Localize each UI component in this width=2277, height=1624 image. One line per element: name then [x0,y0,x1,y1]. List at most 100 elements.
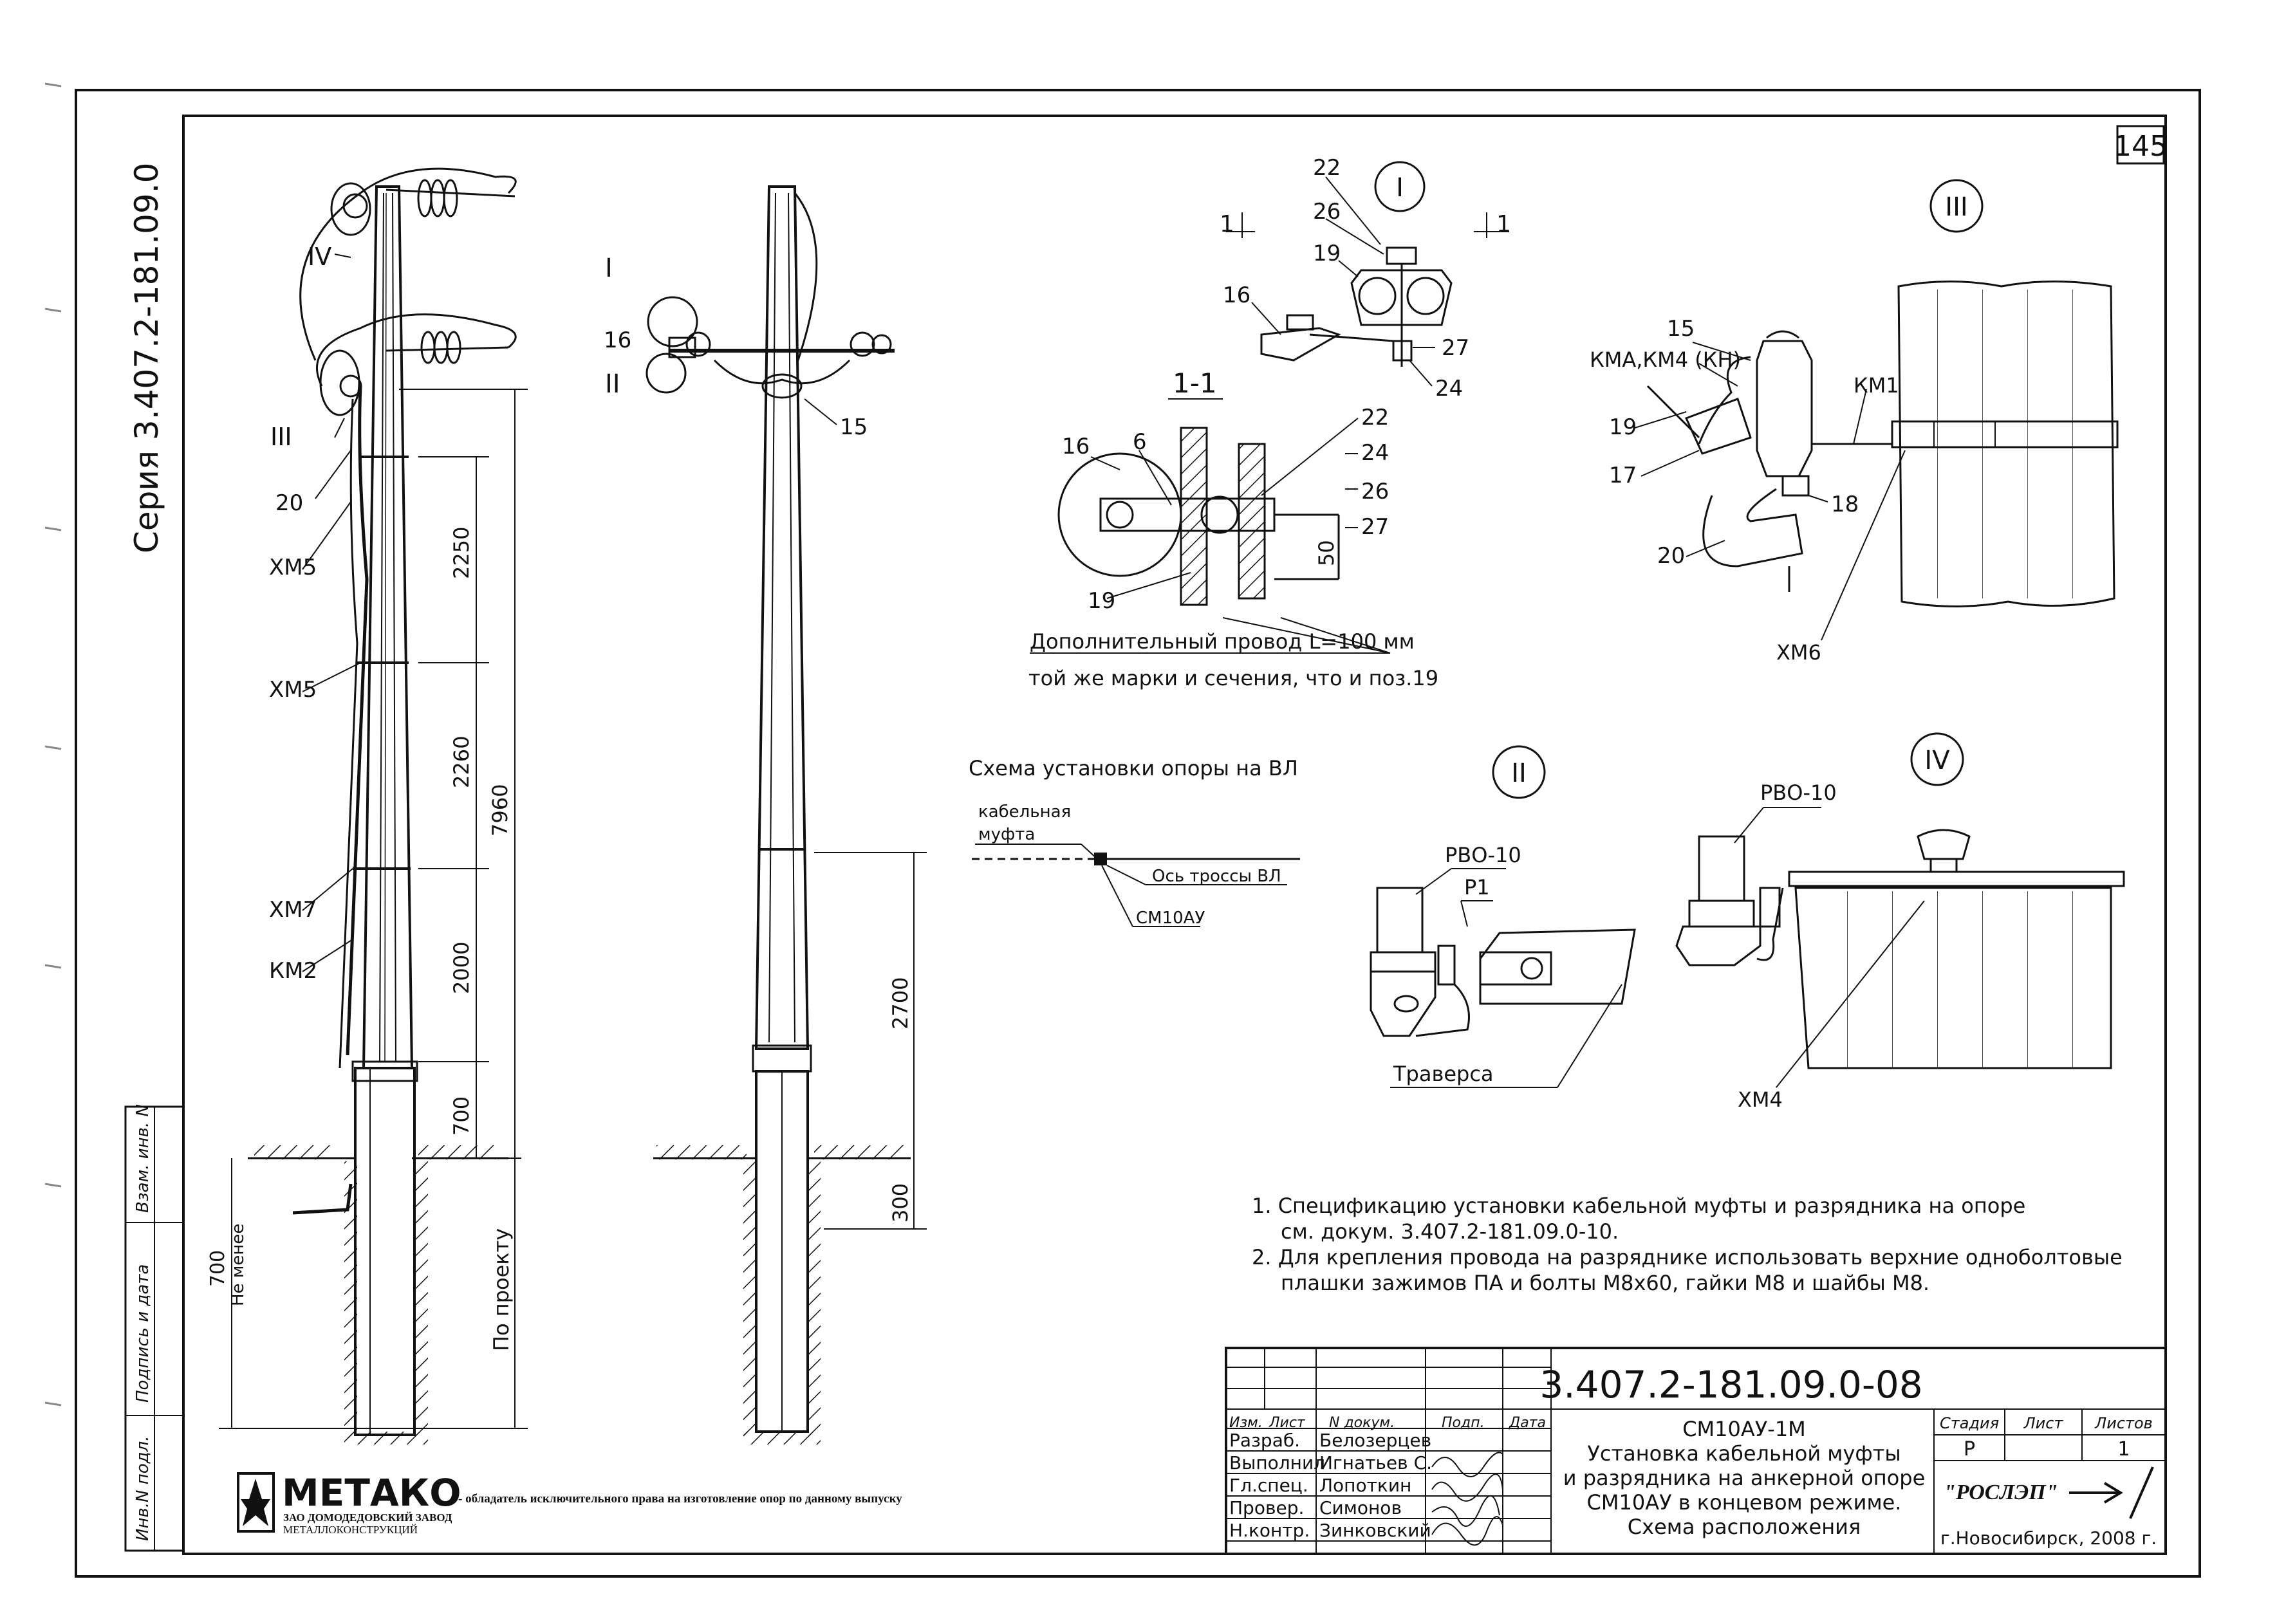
org-logo-mark [2069,1466,2154,1519]
mid-callout-II: II [605,369,620,399]
detail-I-marker-text: I [1396,173,1404,203]
stamp-h-ndok: N докум. [1329,1415,1395,1431]
side-vzam: Взам. инв. N [133,1104,153,1213]
inner-frame [182,115,2167,1555]
dim-2260: 2260 [449,736,474,788]
det-IV-rvo: РВО-10 [1760,780,1837,805]
detail-III-marker-text: III [1945,192,1967,222]
stamp-role-0: Разраб. [1229,1430,1300,1451]
det-I-24: 24 [1435,376,1463,401]
side-podpis: Подпись и дата [133,1264,153,1403]
sheet-number-box [2116,125,2165,165]
callout-IV: IV [308,243,331,271]
org-name: "РОСЛЭП" [1944,1481,2058,1504]
detail-II: II РВО-10 Р1 Траверса [1370,745,1636,1088]
mid-callout-16: 16 [604,328,631,353]
stamp-name-1: Игнатьев С. [1319,1452,1432,1473]
scheme-support: СМ10АУ [1136,909,1205,928]
det-III-15: 15 [1667,316,1695,342]
detail-II-marker [1492,745,1546,799]
det-I-section-left: 1 [1220,211,1234,237]
det-I-22: 22 [1313,155,1341,181]
callout-xm5-b: ХМ5 [269,677,317,703]
detail-I-marker [1374,161,1426,212]
det-III-19: 19 [1609,414,1637,440]
sec-19: 19 [1088,588,1115,614]
stamp-stage: Р [1964,1438,1975,1461]
stamp-name-0: Белозерцев [1319,1430,1431,1451]
dim-700-min: 700 [207,1250,229,1287]
dim-7960: 7960 [488,784,512,836]
stamp-name-2: Лопоткин [1319,1475,1411,1496]
dim-po-proektu: По проекту [489,1228,514,1351]
sheet-number: 145 [2114,130,2168,163]
det-III-km1: КМ1 [1854,373,1899,398]
detail-III-marker [1929,179,1984,233]
stamp-h-data: Дата [1509,1415,1546,1431]
detail-IV-marker-text: IV [1924,746,1950,775]
det-III-17: 17 [1609,463,1637,488]
sec-26: 26 [1361,479,1389,504]
dim-2700: 2700 [888,977,913,1029]
scheme-muf-1: кабельная [978,802,1071,822]
outer-frame [75,89,2201,1578]
detail-I: I 22 26 19 16 27 24 1 1 1-1 [1028,155,1511,690]
stamp-h-podp: Подп. [1442,1415,1485,1431]
title-block: 3.407.2-181.09.0-08 Изм. Лист N докум. П… [1225,1347,2167,1555]
section-title: 1-1 [1173,367,1217,399]
stamp-role-4: Н.контр. [1229,1520,1310,1541]
general-notes: 1. Спецификацию установки кабельной муфт… [1252,1194,2123,1295]
installation-scheme: Схема установки опоры на ВЛ кабельная му… [969,756,1300,928]
sec-22: 22 [1361,405,1389,430]
series-label: Серия 3.407.2-181.09.0 [128,163,165,553]
sec-6: 6 [1133,429,1147,455]
extra-wire-note-1: Дополнительный провод L=100 мм [1030,629,1415,654]
det-I-16: 16 [1223,282,1250,308]
det-IV-xm4: ХМ4 [1738,1087,1783,1112]
dim-300: 300 [888,1183,913,1223]
callout-III: III [270,423,292,451]
stamp-role-2: Гл.спец. [1229,1475,1308,1496]
margin-ticks [44,82,62,1407]
stamp-h-izm: Изм. [1229,1415,1263,1431]
org-city: г.Новосибирск, 2008 г. [1940,1527,2157,1549]
scheme-axis: Ось троссы ВЛ [1152,867,1281,886]
maker-logo: МЕТАКО [282,1471,461,1515]
stamp-sheet-h: Лист [2023,1414,2064,1432]
detail-IV: IV РВО-10 ХМ4 [1675,732,2125,1112]
maker-rights: - обладатель исключительного права на из… [458,1492,902,1506]
note-1b: см. докум. 3.407.2-181.09.0-10. [1281,1219,1619,1244]
signatures [1431,1452,1503,1546]
stamp-name-3: Симонов [1319,1497,1402,1518]
mid-callout-15: 15 [840,414,868,440]
mid-callout-I: I [605,254,613,283]
dim-2000: 2000 [449,942,474,994]
det-III-20: 20 [1657,543,1685,569]
callout-20: 20 [275,490,303,516]
maker-star-icon [241,1479,270,1526]
det-II-traverse: Траверса [1393,1062,1494,1086]
stamp-sheets-h: Листов [2094,1414,2153,1432]
maker-sub-2: МЕТАЛЛОКОНСТРУКЦИЙ [283,1524,418,1536]
extra-wire-note-2: той же марки и сечения, что и поз.19 [1028,666,1438,690]
det-II-rvo: РВО-10 [1445,843,1521,867]
stamp-role-1: Выполнил [1229,1452,1325,1473]
sec-50: 50 [1314,540,1339,566]
scheme-muf-2: муфта [978,825,1035,844]
det-I-section-right: 1 [1496,211,1511,237]
title-line-1: СМ10АУ-1М [1682,1417,1806,1441]
detail-IV-marker [1910,732,1964,786]
maker-block: МЕТАКО ЗАО ДОМОДЕДОВСКИЙ ЗАВОД МЕТАЛЛОКО… [237,1471,902,1536]
stamp-sheets: 1 [2117,1438,2130,1461]
title-line-4: СМ10АУ в концевом режиме. [1587,1490,1902,1515]
detail-III: III 15 КМА,КМ4 (КН [1590,179,2119,665]
dim-700: 700 [449,1096,474,1136]
sec-16: 16 [1062,434,1090,459]
side-stamp: Инв.N подл. Подпись и дата Взам. инв. N [124,1104,185,1552]
stamp-h-list: Лист [1269,1415,1306,1431]
doc-code: 3.407.2-181.09.0-08 [1539,1363,1922,1407]
callout-xm7: ХМ7 [269,897,317,923]
det-I-26: 26 [1313,199,1341,225]
sec-27: 27 [1361,514,1389,540]
